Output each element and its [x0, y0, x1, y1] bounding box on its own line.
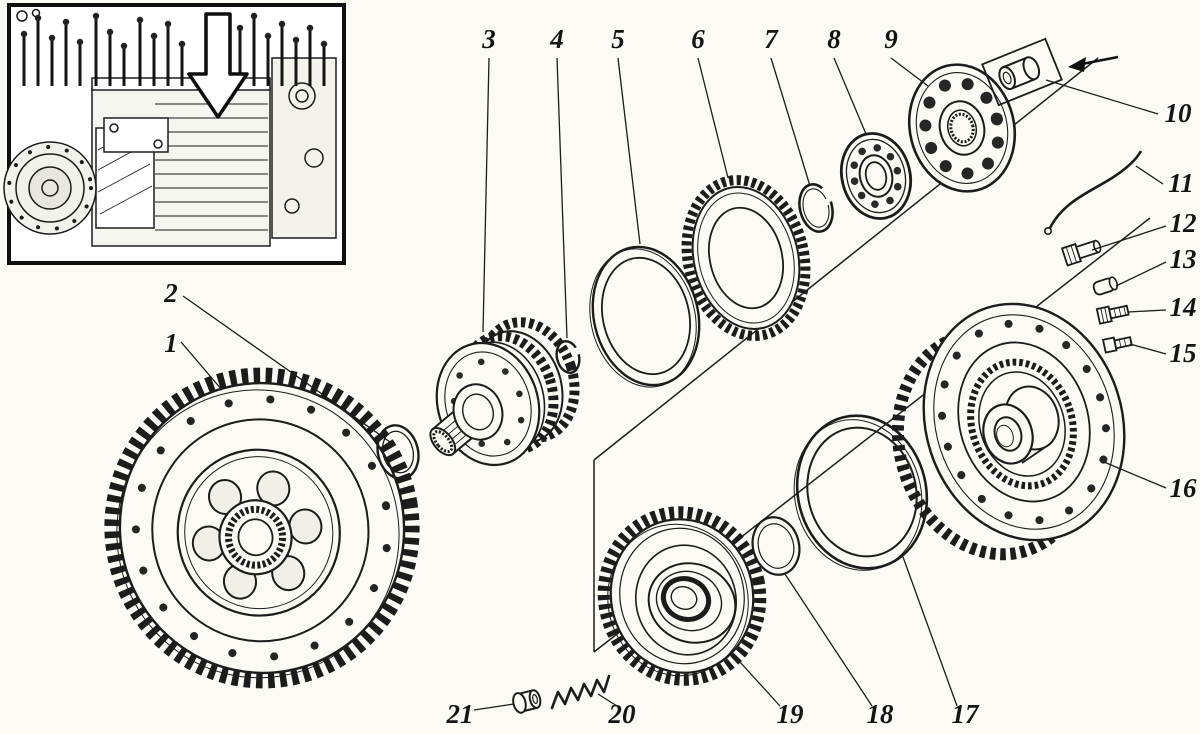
part-1-bull-gear: [104, 367, 420, 689]
leader-1: [180, 341, 223, 391]
label-17: 17: [952, 699, 981, 729]
label-7: 7: [764, 24, 779, 54]
label-9: 9: [884, 24, 898, 54]
label-16: 16: [1170, 473, 1198, 503]
label-21: 21: [446, 699, 474, 729]
part-14-bolt: [1095, 304, 1130, 325]
label-19: 19: [777, 699, 805, 729]
part-3-clutch-hub: [429, 317, 580, 467]
label-2: 2: [163, 278, 178, 308]
leader-13: [1115, 261, 1167, 287]
part-6-toothed-disc: [681, 175, 811, 341]
leader-17: [902, 556, 958, 707]
part-19-driven-gear: [597, 506, 767, 686]
label-18: 18: [867, 699, 895, 729]
leader-8: [833, 57, 867, 135]
part-13-plug: [1092, 276, 1119, 296]
part-15-bolt: [1101, 336, 1133, 354]
part-21-plunger-bushing: [512, 689, 542, 714]
label-12: 12: [1170, 208, 1197, 238]
part-10-bushing-pack: [981, 37, 1063, 107]
leader-3: [482, 57, 490, 333]
part-5-plain-ring: [589, 245, 701, 388]
part-20-spring: [550, 674, 611, 710]
leader-10: [1045, 79, 1159, 115]
down-arrow-icon: [187, 12, 249, 119]
leader-12: [1091, 225, 1167, 251]
leader-14: [1127, 309, 1167, 313]
stud-field: [20, 12, 328, 86]
leader-9: [890, 57, 929, 87]
label-10: 10: [1165, 98, 1193, 128]
leader-6: [697, 57, 729, 179]
leader-19: [739, 661, 781, 707]
part-4-retaining-ring: [555, 340, 581, 374]
label-6: 6: [691, 24, 705, 54]
part-16-drive-drum: [891, 302, 1126, 561]
leader-18: [784, 573, 873, 707]
label-11: 11: [1168, 168, 1194, 198]
label-20: 20: [608, 699, 637, 729]
label-5: 5: [611, 24, 625, 54]
part-7-snap-ring: [798, 183, 834, 233]
leader-2: [182, 295, 391, 443]
part-12-union-bolt: [1060, 239, 1102, 267]
label-14: 14: [1170, 292, 1197, 322]
leader-21: [473, 703, 515, 711]
part-9-bearing-flange: [907, 63, 1017, 193]
part-8-ball-bearing: [840, 132, 912, 220]
inset-engine-view: [3, 3, 346, 265]
leader-15: [1129, 343, 1167, 355]
label-8: 8: [827, 24, 841, 54]
leader-4: [556, 57, 568, 339]
part-18-small-ring: [751, 516, 801, 576]
leader-5: [617, 57, 641, 245]
part-11-pipe: [1044, 150, 1143, 236]
label-4: 4: [549, 24, 564, 54]
leader-20: [597, 693, 618, 707]
label-13: 13: [1170, 244, 1197, 274]
leader-16: [1103, 461, 1167, 489]
label-15: 15: [1170, 338, 1197, 368]
part-2-seal-ring: [376, 424, 420, 480]
leader-11: [1135, 165, 1164, 185]
label-1: 1: [164, 328, 178, 358]
label-3: 3: [481, 24, 496, 54]
leader-7: [770, 57, 811, 187]
callout-labels: 1 2 3 4 5 6 7 8 9 10 11 12 13 14 15 16 1…: [163, 24, 1197, 729]
direction-arrow-icon: [1068, 55, 1119, 72]
leader-lines: [180, 57, 1167, 711]
part-17-large-ring: [793, 414, 929, 571]
